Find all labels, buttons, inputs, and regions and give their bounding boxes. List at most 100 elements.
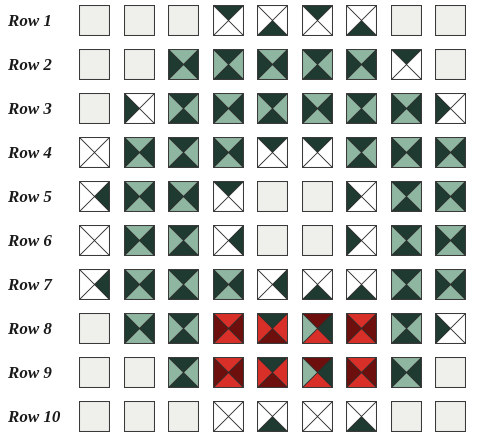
quilt-tile <box>435 137 466 168</box>
quilt-tile <box>79 313 110 344</box>
quilt-tile <box>257 313 288 344</box>
quilt-tile <box>168 269 199 300</box>
quilt-tile <box>124 401 155 432</box>
quilt-tile <box>435 225 466 256</box>
quilt-tile <box>213 5 244 36</box>
quilt-tile <box>79 137 110 168</box>
quilt-tile <box>302 181 333 212</box>
row-label: Row 2 <box>8 55 70 75</box>
quilt-tile <box>346 225 377 256</box>
quilt-tile <box>79 225 110 256</box>
quilt-tile <box>124 5 155 36</box>
quilt-tile <box>391 401 422 432</box>
quilt-tile <box>391 5 422 36</box>
quilt-tile <box>213 269 244 300</box>
quilt-tile <box>213 93 244 124</box>
quilt-tile <box>168 357 199 388</box>
quilt-tile <box>391 49 422 80</box>
row-label: Row 8 <box>8 319 70 339</box>
quilt-tile <box>168 49 199 80</box>
row-label: Row 10 <box>8 407 70 427</box>
quilt-tile <box>168 5 199 36</box>
quilt-tile <box>346 93 377 124</box>
quilt-tile <box>213 181 244 212</box>
quilt-tile <box>391 269 422 300</box>
quilt-tile <box>435 357 466 388</box>
quilt-tile <box>79 181 110 212</box>
quilt-tile <box>124 49 155 80</box>
quilt-tile <box>79 5 110 36</box>
quilt-tile <box>213 49 244 80</box>
quilt-tile <box>257 181 288 212</box>
quilt-tile <box>435 269 466 300</box>
row-label: Row 9 <box>8 363 70 383</box>
quilt-tile <box>213 313 244 344</box>
quilt-tile <box>257 269 288 300</box>
quilt-tile <box>79 49 110 80</box>
quilt-tile <box>346 181 377 212</box>
quilt-tile <box>257 49 288 80</box>
quilt-tile <box>391 137 422 168</box>
quilt-tile <box>213 137 244 168</box>
quilt-tile <box>79 269 110 300</box>
quilt-tile <box>346 313 377 344</box>
quilt-tile <box>346 357 377 388</box>
quilt-tile <box>168 225 199 256</box>
quilt-tile <box>435 5 466 36</box>
quilt-tile <box>302 93 333 124</box>
quilt-tile <box>302 313 333 344</box>
quilt-tile <box>124 93 155 124</box>
quilt-tile <box>124 137 155 168</box>
row-label: Row 6 <box>8 231 70 251</box>
quilt-tile <box>391 181 422 212</box>
quilt-tile <box>213 225 244 256</box>
quilt-tile <box>257 357 288 388</box>
quilt-tile <box>124 181 155 212</box>
quilt-tile <box>124 313 155 344</box>
quilt-tile <box>168 401 199 432</box>
quilt-tile <box>435 181 466 212</box>
quilt-tile <box>391 313 422 344</box>
quilt-tile <box>79 93 110 124</box>
quilt-tile <box>346 401 377 432</box>
quilt-tile <box>346 49 377 80</box>
quilt-tile <box>257 137 288 168</box>
quilt-tile <box>302 357 333 388</box>
quilt-tile <box>435 401 466 432</box>
quilt-tile <box>302 5 333 36</box>
quilt-tile <box>302 225 333 256</box>
quilt-tile <box>302 137 333 168</box>
quilt-tile <box>346 269 377 300</box>
quilt-tile <box>346 137 377 168</box>
quilt-tile <box>435 93 466 124</box>
quilt-tile <box>124 269 155 300</box>
quilt-tile <box>168 181 199 212</box>
row-label: Row 4 <box>8 143 70 163</box>
quilt-tile <box>435 313 466 344</box>
quilt-tile <box>79 401 110 432</box>
row-label: Row 7 <box>8 275 70 295</box>
quilt-tile <box>168 93 199 124</box>
quilt-tile <box>391 357 422 388</box>
quilt-tile <box>391 225 422 256</box>
row-label: Row 5 <box>8 187 70 207</box>
quilt-tile <box>257 5 288 36</box>
quilt-tile <box>257 93 288 124</box>
quilt-tile <box>213 357 244 388</box>
quilt-tile <box>168 313 199 344</box>
quilt-tile <box>302 401 333 432</box>
row-label: Row 3 <box>8 99 70 119</box>
quilt-tile <box>124 225 155 256</box>
quilt-tile <box>213 401 244 432</box>
quilt-tile <box>79 357 110 388</box>
quilt-tile <box>346 5 377 36</box>
quilt-tile <box>257 225 288 256</box>
row-label: Row 1 <box>8 11 70 31</box>
quilt-tile <box>302 49 333 80</box>
quilt-tile <box>435 49 466 80</box>
quilt-tile <box>302 269 333 300</box>
quilt-tile <box>257 401 288 432</box>
quilt-tile <box>168 137 199 168</box>
quilt-tile <box>124 357 155 388</box>
